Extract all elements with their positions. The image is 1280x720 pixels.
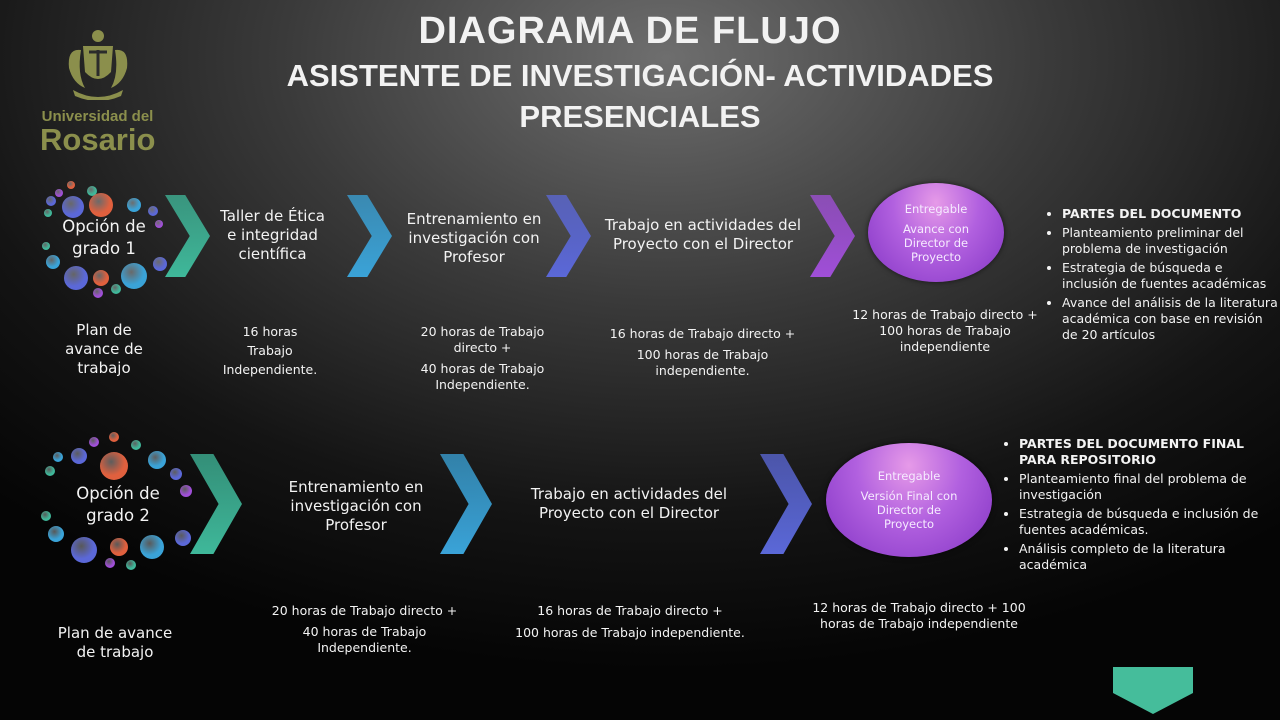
university-logo: Universidad del Rosario: [40, 28, 155, 155]
hours-line: 16 horas: [242, 324, 298, 339]
decorative-bubble: [148, 451, 166, 469]
decorative-bubble: [153, 257, 167, 271]
bullet-item: Avance del análisis de la literatura aca…: [1062, 295, 1280, 343]
page-subtitle: ASISTENTE DE INVESTIGACIÓN- ACTIVIDADES …: [286, 58, 994, 134]
bullet-item: Estrategia de búsqueda e inclusión de fu…: [1062, 260, 1280, 292]
decorative-bubble: [105, 558, 115, 568]
option-2-bubble-cluster: [36, 430, 196, 570]
next-arrow-button[interactable]: [1113, 667, 1193, 714]
hours-line: 100 horas de Trabajo independiente.: [636, 347, 769, 378]
step-training-professor: Entrenamiento en investigación con Profe…: [406, 210, 542, 266]
step-project-hours: 16 horas de Trabajo directo + 100 horas d…: [600, 326, 805, 379]
decorative-bubble: [89, 437, 99, 447]
decorative-bubble: [55, 189, 63, 197]
step-project-hours-2: 16 horas de Trabajo directo + 100 horas d…: [500, 603, 760, 641]
hours-line: 20 horas de Trabajo directo +: [271, 603, 458, 618]
decorative-bubble: [170, 468, 182, 480]
decorative-bubble: [100, 452, 128, 480]
deliverable-body: Avance con Director de Proyecto: [902, 221, 970, 264]
deliverable-1: Entregable Avance con Director de Proyec…: [868, 183, 1004, 282]
hours-line: 40 horas de Trabajo Independiente.: [420, 361, 545, 392]
hours-line: 40 horas de Trabajo Independiente.: [302, 624, 427, 655]
decorative-bubble: [48, 526, 64, 542]
bullet-item: Planteamiento final del problema de inve…: [1019, 471, 1267, 503]
decorative-bubble: [46, 255, 60, 269]
decorative-bubble: [45, 466, 55, 476]
logo-line1: Universidad del: [41, 108, 154, 125]
step-project-work-2: Trabajo en actividades del Proyecto con …: [530, 485, 728, 522]
decorative-bubble: [42, 242, 50, 250]
step-project-work: Trabajo en actividades del Proyecto con …: [604, 216, 802, 253]
decorative-bubble: [109, 432, 119, 442]
decorative-bubble: [64, 266, 88, 290]
decorative-bubble: [126, 560, 136, 570]
deliverable-1-hours: 12 horas de Trabajo directo + 100 horas …: [852, 307, 1038, 354]
chevron-arrow-icon: [810, 195, 855, 277]
decorative-bubble: [67, 181, 75, 189]
option-1-bubble-cluster: [36, 176, 171, 298]
decorative-bubble: [89, 193, 113, 217]
decorative-bubble: [111, 284, 121, 294]
decorative-bubble: [71, 537, 97, 563]
hours-line: 16 horas de Trabajo directo +: [537, 603, 723, 618]
bullet-item: Análisis completo de la literatura acadé…: [1019, 541, 1267, 573]
chevron-arrow-icon: [440, 454, 492, 554]
crest-icon: [68, 30, 127, 101]
deliverable-title: Entregable: [904, 201, 968, 216]
step-training-professor-2: Entrenamiento en investigación con Profe…: [288, 478, 424, 534]
step-training-hours-2: 20 horas de Trabajo directo + 40 horas de…: [262, 603, 467, 656]
decorative-bubble: [148, 206, 158, 216]
decorative-bubble: [93, 288, 103, 298]
chevron-arrow-icon: [760, 454, 812, 554]
bullet-item: PARTES DEL DOCUMENTO FINAL PARA REPOSITO…: [1019, 436, 1267, 468]
decorative-bubble: [53, 452, 63, 462]
bullet-item: PARTES DEL DOCUMENTO: [1062, 206, 1280, 222]
step-ethics-workshop: Taller de Ética e integridad científica: [220, 207, 325, 263]
chevron-arrow-icon: [190, 454, 242, 554]
deliverable-body: Versión Final con Director de Proyecto: [860, 489, 958, 531]
option-2-plan: Plan de avance de trabajo: [57, 624, 173, 661]
deliverable-2: Entregable Versión Final con Director de…: [826, 443, 992, 557]
decorative-bubble: [131, 440, 141, 450]
bullet-item: Estrategia de búsqueda e inclusión de fu…: [1019, 506, 1267, 538]
decorative-bubble: [93, 270, 109, 286]
decorative-bubble: [71, 448, 87, 464]
document-parts-2: PARTES DEL DOCUMENTO FINAL PARA REPOSITO…: [1005, 436, 1267, 576]
hours-line: 16 horas de Trabajo directo +: [609, 326, 796, 341]
chevron-arrow-icon: [165, 195, 210, 277]
decorative-bubble: [155, 220, 163, 228]
option-1-plan: Plan de avance de trabajo: [65, 321, 143, 377]
page-title: DIAGRAMA DE FLUJO: [418, 10, 842, 52]
decorative-bubble: [121, 263, 147, 289]
decorative-bubble: [41, 511, 51, 521]
hours-line: 100 horas de Trabajo independiente.: [515, 625, 745, 640]
hours-line: Trabajo Independiente.: [222, 343, 318, 377]
decorative-bubble: [87, 186, 97, 196]
bullet-item: Planteamiento preliminar del problema de…: [1062, 225, 1280, 257]
decorative-bubble: [127, 198, 141, 212]
chevron-arrow-icon: [546, 195, 591, 277]
decorative-bubble: [110, 538, 128, 556]
hours-line: 20 horas de Trabajo directo +: [420, 324, 545, 355]
option-1-label: Opción de grado 1: [62, 217, 146, 258]
deliverable-2-hours: 12 horas de Trabajo directo + 100 horas …: [812, 600, 1026, 631]
decorative-bubble: [62, 196, 84, 218]
decorative-bubble: [44, 209, 52, 217]
option-2-label: Opción de grado 2: [76, 484, 160, 525]
decorative-bubble: [175, 530, 191, 546]
decorative-bubble: [180, 485, 192, 497]
chevron-arrow-icon: [347, 195, 392, 277]
deliverable-title: Entregable: [877, 469, 941, 483]
decorative-bubble: [140, 535, 164, 559]
step-training-hours: 20 horas de Trabajo directo + 40 horas de…: [400, 324, 565, 393]
document-parts-1: PARTES DEL DOCUMENTO Planteamiento preli…: [1048, 206, 1280, 346]
logo-line2: Rosario: [40, 122, 156, 157]
decorative-bubble: [46, 196, 56, 206]
